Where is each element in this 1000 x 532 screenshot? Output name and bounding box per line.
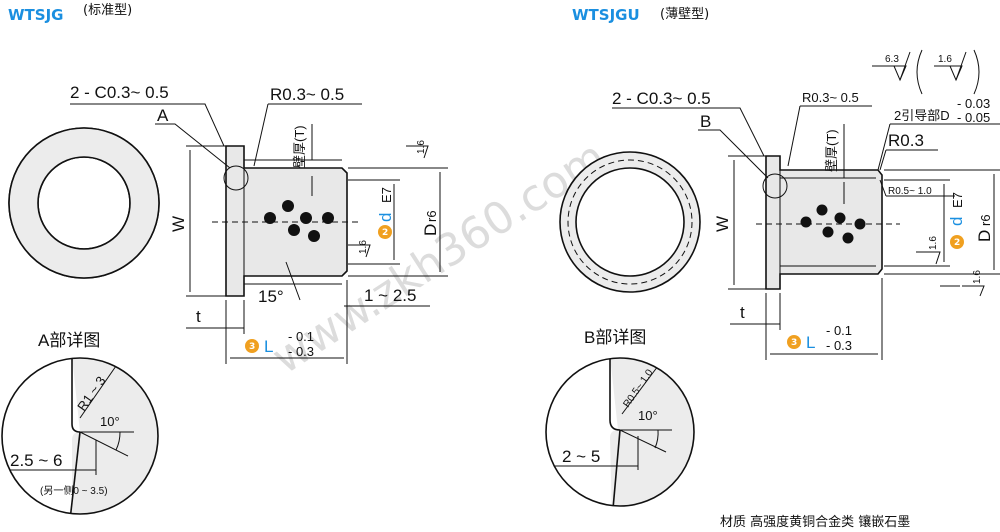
left-radius-label: R0.3~ 0.5 [270,85,344,104]
right-roughness-top-2: 1.6 [938,54,952,65]
graphite-dot [822,226,834,238]
right-L-label: L [806,333,815,352]
left-L-tolerance-lower: - 0.3 [288,344,314,359]
left-angle-label: 15° [258,287,284,306]
right-detail-view [545,357,695,507]
right-D-label: D [975,230,994,242]
left-side-view [212,145,360,297]
right-chamfer-label: 2 - C0.3~ 0.5 [612,89,711,108]
left-L-tolerance-upper: - 0.1 [288,329,314,344]
right-title: WTSJGU [572,6,640,24]
right-radius-label: R0.3~ 0.5 [802,90,859,105]
left-extension-label: 1 ~ 2.5 [364,286,416,305]
left-detail-title: A部详图 [38,331,100,350]
right-D-tolerance: r6 [978,214,993,226]
graphite-dot [800,216,812,228]
left-D-label: D [421,224,440,236]
left-title: WTSJG [8,6,63,24]
left-D-tolerance: r6 [424,210,439,222]
right-L-tolerance-upper: - 0.1 [826,323,852,338]
left-detail-view [1,357,159,515]
right-marker-label: B [700,112,711,131]
graphite-dot [300,212,312,224]
right-guide-label: 2引导部D [894,108,950,123]
right-r05-label: R0.5~ 1.0 [888,186,932,197]
right-L-tolerance-lower: - 0.3 [826,338,852,353]
graphite-dot [288,224,300,236]
left-marker-label: A [157,106,169,125]
right-d-badge-num: 2 [954,238,960,248]
graphite-dot [816,204,828,216]
graphite-dot [264,212,276,224]
right-side-view [756,155,900,290]
right-r03-label: R0.3 [888,131,924,150]
graphite-dot [322,212,334,224]
graphite-dot [854,218,866,230]
graphite-dot [834,212,846,224]
left-L-badge [245,339,259,353]
right-detail-angle: 10° [638,408,658,423]
left-detail-angle: 10° [100,414,120,429]
right-d-label: d [947,217,966,226]
right-dimension-lines [612,105,1000,360]
right-guide-tolerance-upper: - 0.03 [957,96,990,111]
left-d-badge-num: 2 [382,228,388,238]
left-detail-note: (另一侧0 ~ 3.5) [40,484,108,497]
right-roughness-1: 1.6 [928,236,939,250]
right-detail-title: B部详图 [584,328,646,347]
right-wall-label: 壁厚(T) [824,129,839,172]
right-end-view [559,151,701,293]
right-detail-length: 2 ~ 5 [562,447,600,466]
right-d-tolerance: E7 [950,192,965,208]
right-roughness-top-1: 6.3 [885,54,899,65]
right-guide-tolerance-lower: - 0.05 [957,110,990,125]
left-chamfer-label: 2 - C0.3~ 0.5 [70,83,169,102]
right-t-label: t [740,303,745,322]
left-roughness-1: 1.6 [416,140,427,154]
graphite-dot [282,200,294,212]
left-L-badge-num: 3 [249,342,255,352]
left-roughness-2: 1.6 [358,240,369,254]
left-w-label: W [169,216,188,232]
left-d-badge [378,225,392,239]
right-L-badge-num: 3 [791,338,797,348]
right-w-label: W [713,216,732,232]
left-detail-length: 2.5 ~ 6 [10,451,62,470]
left-wall-label: 壁厚(T) [292,125,307,168]
graphite-dot [842,232,854,244]
left-d-label: d [376,213,395,222]
right-L-badge [787,335,801,349]
left-dimension-lines [70,103,448,364]
left-t-label: t [196,307,201,326]
left-d-tolerance: E7 [379,187,394,203]
left-subtitle: (标准型) [83,3,132,18]
left-L-label: L [264,337,273,356]
right-d-badge [950,235,964,249]
graphite-dot [308,230,320,242]
right-roughness-symbol [872,49,980,95]
material-note: 材质 高强度黄铜合金类 镶嵌石墨 [720,514,910,530]
left-end-view [8,127,160,279]
right-subtitle: (薄壁型) [660,7,709,22]
right-roughness-2: 1.6 [972,270,983,284]
